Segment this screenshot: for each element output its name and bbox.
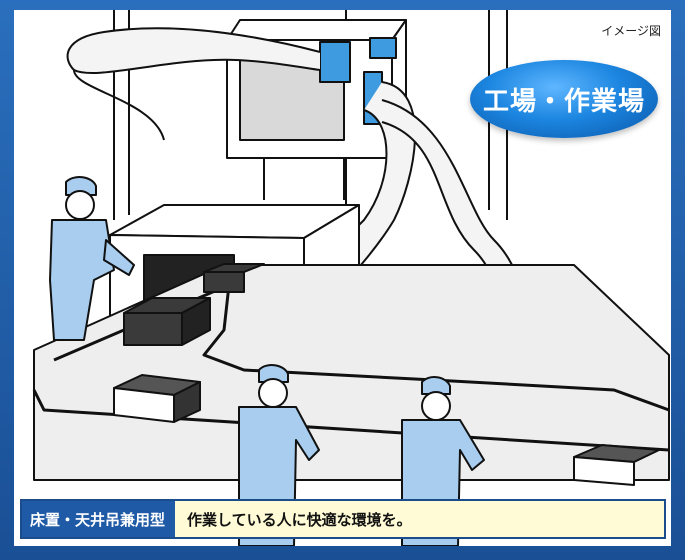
caption-bar: 床置・天井吊兼用型 作業している人に快適な環境を。: [20, 499, 666, 539]
location-badge-label: 工場・作業場: [482, 86, 645, 117]
model-type-tag: 床置・天井吊兼用型: [22, 501, 176, 537]
caption-message: 作業している人に快適な環境を。: [187, 510, 412, 529]
image-note: イメージ図: [601, 24, 661, 38]
location-badge: 工場・作業場: [470, 60, 658, 138]
illustration-panel: イメージ図 工場・作業場: [14, 10, 671, 546]
